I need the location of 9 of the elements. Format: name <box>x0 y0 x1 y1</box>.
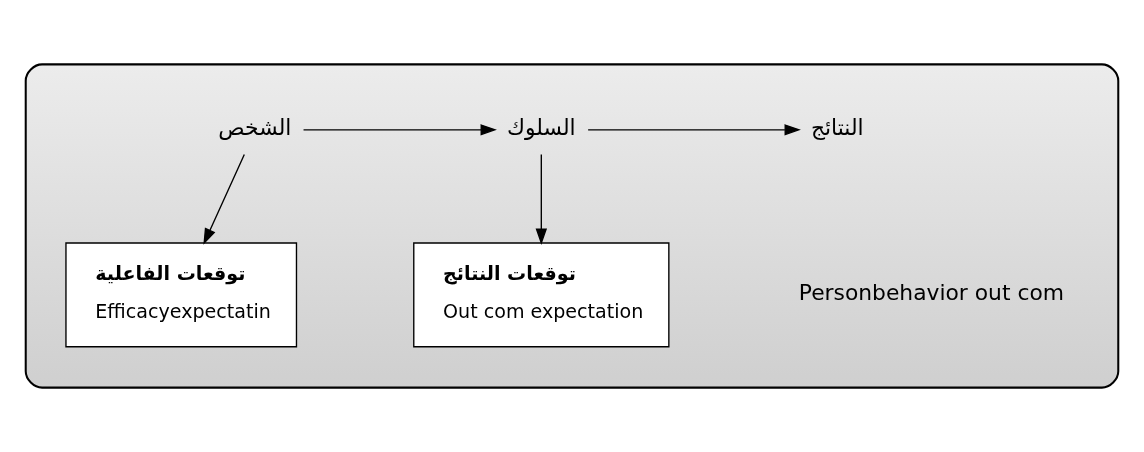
label: Personbehavior out com <box>798 280 1065 306</box>
arrow <box>203 153 245 245</box>
node-text: النتائج <box>810 115 864 141</box>
node-text: الشخص <box>218 115 292 141</box>
arrow <box>302 124 497 136</box>
cluster <box>24 63 1120 389</box>
node-text: السلوك <box>506 115 576 141</box>
arrow <box>587 124 801 136</box>
arrow <box>535 153 548 245</box>
